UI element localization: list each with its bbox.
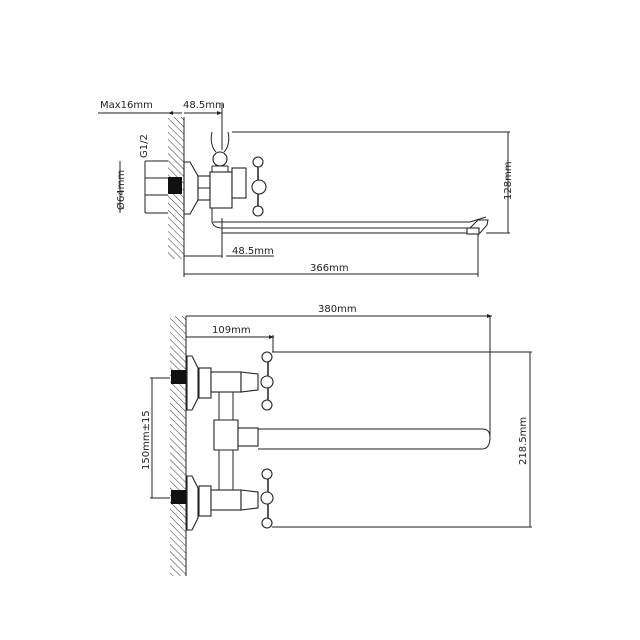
handle-hub [251, 179, 267, 195]
label-offset-top: 48.5mm [183, 100, 225, 111]
top-view: 380mm 109mm 150mm±15 218.5mm [141, 304, 532, 576]
label-spout-height: 128mm [503, 161, 514, 200]
label-offset-bottom: 48.5mm [232, 246, 274, 257]
valve-housing [231, 167, 247, 199]
label-flange-diameter: Ø64mm [115, 170, 127, 210]
wall-pipe [168, 177, 182, 194]
label-reach: 366mm [310, 263, 349, 274]
wall-pipe-top [171, 370, 186, 384]
wall-hatch-2 [170, 316, 186, 576]
wall-pipe-bottom [171, 490, 186, 504]
shower-holder [212, 151, 228, 167]
label-overall-length: 380mm [318, 304, 357, 315]
label-handle-offset: 109mm [212, 325, 251, 336]
side-view: Max16mm 48.5mm G1/2 Ø64mm 128mm 48.5mm 3… [98, 100, 514, 277]
valve-body [209, 171, 233, 209]
handle-knob-top [252, 156, 264, 168]
label-overall-height: 218.5mm [518, 417, 529, 465]
label-center-distance: 150mm±15 [141, 410, 152, 470]
spout [211, 208, 489, 234]
handle-knob-bottom [252, 205, 264, 217]
label-thread: G1/2 [139, 134, 150, 158]
spout-top [258, 428, 491, 450]
label-max-thread: Max16mm [100, 100, 153, 111]
aerator [466, 227, 480, 235]
flange [183, 161, 199, 215]
